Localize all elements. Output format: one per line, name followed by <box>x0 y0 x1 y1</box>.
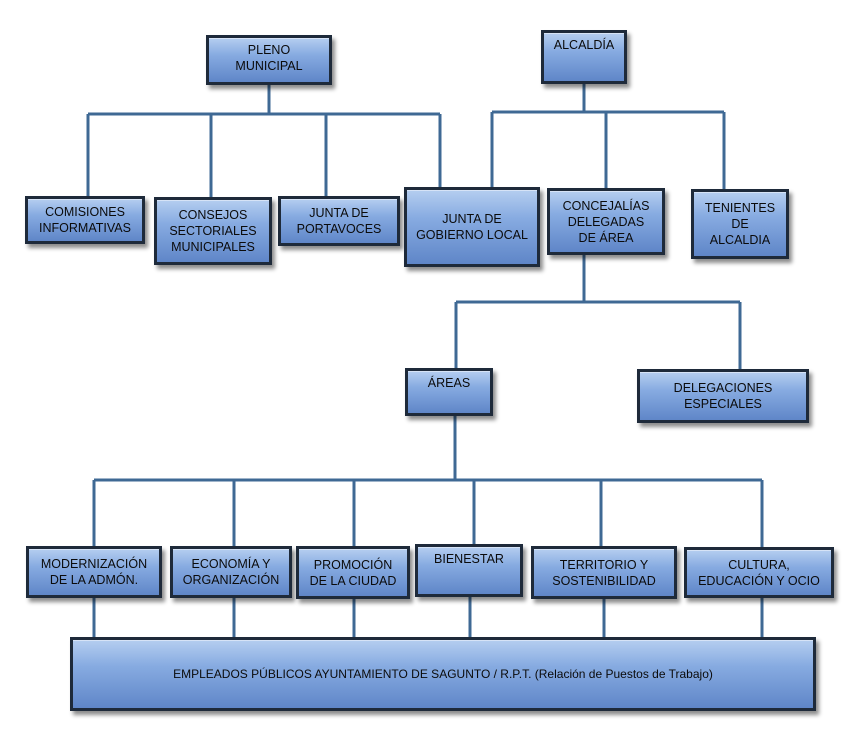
node-junta-gobierno-local: JUNTA DE GOBIERNO LOCAL <box>404 187 540 267</box>
node-territorio: TERRITORIO Y SOSTENIBILIDAD <box>531 546 677 599</box>
node-tenientes-alcaldia: TENIENTES DE ALCALDIA <box>691 189 789 259</box>
node-cultura: CULTURA, EDUCACIÓN Y OCIO <box>684 547 834 598</box>
node-alcaldia: ALCALDÍA <box>541 30 627 84</box>
node-empleados-publicos: EMPLEADOS PÚBLICOS AYUNTAMIENTO DE SAGUN… <box>70 637 816 711</box>
node-pleno-municipal: PLENO MUNICIPAL <box>206 35 332 85</box>
node-modernizacion: MODERNIZACIÓN DE LA ADMÓN. <box>26 546 162 598</box>
node-delegaciones-especiales: DELEGACIONES ESPECIALES <box>637 369 809 423</box>
node-junta-portavoces: JUNTA DE PORTAVOCES <box>278 196 400 246</box>
node-concejalias-delegadas: CONCEJALÍAS DELEGADAS DE ÁREA <box>547 188 665 255</box>
node-economia: ECONOMÍA Y ORGANIZACIÓN <box>170 546 292 598</box>
node-bienestar: BIENESTAR <box>415 544 523 597</box>
node-comisiones-informativas: COMISIONES INFORMATIVAS <box>25 196 145 244</box>
node-consejos-sectoriales: CONSEJOS SECTORIALES MUNICIPALES <box>154 197 272 265</box>
node-promocion: PROMOCIÓN DE LA CIUDAD <box>296 546 410 599</box>
node-areas: ÁREAS <box>405 368 493 416</box>
